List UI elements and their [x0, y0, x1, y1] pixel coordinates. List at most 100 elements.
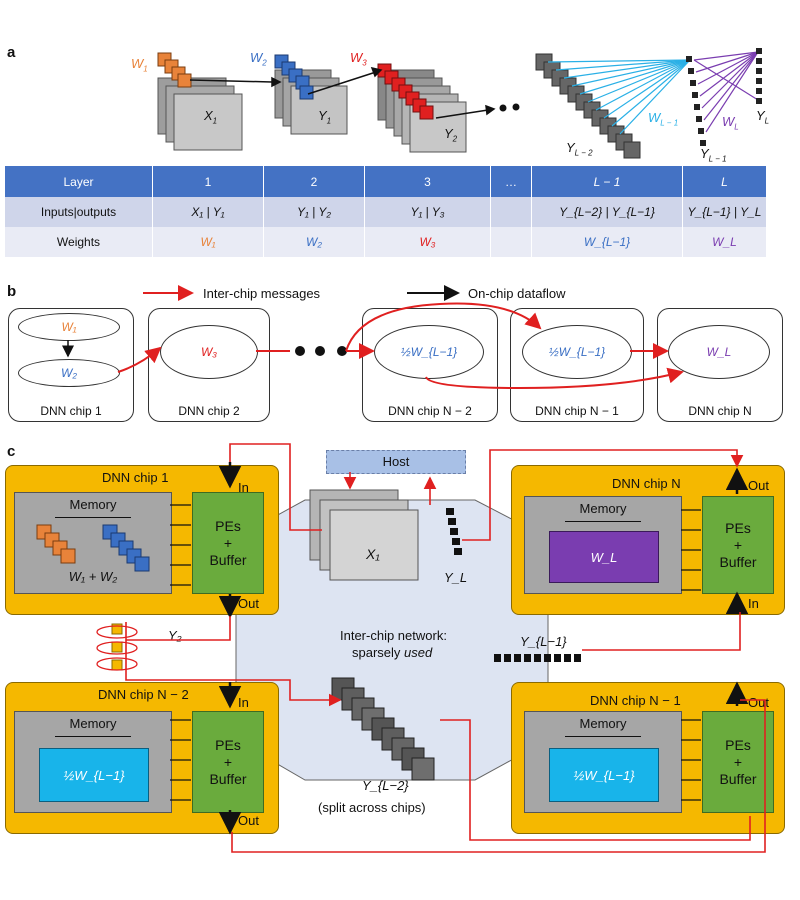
chipN1-pe-line1: PEs — [725, 736, 751, 753]
chip1-memory-label: Memory — [69, 497, 117, 512]
network-yl1-label: Y_{L−1} — [520, 634, 567, 649]
ellipsis-dots — [499, 103, 520, 112]
chip-label-n1: DNN chip N − 1 — [535, 404, 619, 418]
half-wl1-node-b: ½W_{L−1} — [522, 325, 632, 379]
network-x1-stack — [309, 489, 419, 581]
wl-connection-lines — [693, 51, 759, 133]
header-cell-1: 1 — [152, 166, 264, 197]
legend-on-chip-label: On-chip dataflow — [468, 286, 566, 301]
network-x1-label: X₁ — [366, 546, 380, 562]
chip1-container: DNN chip 1 Memory W₁ + W₂ PEs + Buffer I… — [5, 465, 279, 615]
chipN-container: DNN chip N Memory W_L PEs + Buffer Out I… — [511, 465, 785, 615]
chipN2-out-label: Out — [238, 813, 259, 828]
wl1-connection-lines — [547, 59, 691, 135]
wl-node: W_L — [668, 325, 770, 379]
chipN1-title: DNN chip N − 1 — [590, 693, 681, 708]
weight-cell-ellipsis — [490, 227, 532, 257]
half-wl1-node-a: ½W_{L−1} — [374, 325, 484, 379]
w3-kernel-icon — [377, 63, 434, 120]
network-caption-line2: sparsely used — [352, 645, 433, 660]
wl-label: WL — [722, 114, 739, 132]
chipN-weights-label: W_L — [590, 549, 618, 565]
chipN1-out-label: Out — [748, 695, 769, 710]
legend-inter-chip-label: Inter-chip messages — [203, 286, 321, 301]
host-label: Host — [382, 454, 410, 469]
y1-label: Y1 — [318, 108, 332, 126]
inputs-outputs-row: Inputs|outputs X₁ | Y₁ Y₁ | Y₂ Y₁ | Y₃ Y… — [5, 197, 767, 227]
layer-table-header-row: Layer 1 2 3 … L − 1 L — [5, 166, 767, 197]
inputs-outputs-label: Inputs|outputs — [5, 197, 153, 227]
red-routing-wires — [125, 443, 766, 853]
w2-label: W2 — [250, 50, 267, 68]
chipN1-memory: Memory ½W_{L−1} — [524, 711, 682, 813]
yl-neuron-column — [756, 48, 762, 104]
weight-cell-1: W₁ — [152, 227, 264, 257]
chipN-pes-buffer: PEs + Buffer — [702, 496, 774, 594]
chip1-memory: Memory W₁ + W₂ — [14, 492, 172, 594]
chip1-pes-buffer: PEs + Buffer — [192, 492, 264, 594]
wl1-label: WL − 1 — [648, 110, 679, 128]
chipN1-weight-block: ½W_{L−1} — [549, 748, 659, 802]
chipN2-pe-line1: PEs — [215, 736, 241, 753]
yl1-neuron-column — [686, 56, 706, 146]
chipN-memory-label: Memory — [579, 501, 627, 516]
panel-b-arrows — [62, 285, 684, 390]
yl2-feature-map-stack — [535, 53, 641, 159]
chipN-in-label: In — [748, 596, 759, 611]
network-yl2-label: Y_{L−2} — [362, 778, 409, 793]
weights-label: Weights — [5, 227, 153, 257]
header-cell-ellipsis: … — [490, 166, 532, 197]
chipN2-title: DNN chip N − 2 — [98, 687, 189, 702]
header-cell-l: L — [682, 166, 767, 197]
panel-b-letter: b — [7, 283, 17, 300]
chipN-pe-line1: PEs — [725, 519, 751, 536]
chipN1-pes-buffer: PEs + Buffer — [702, 711, 774, 813]
chipN-weight-block: W_L — [549, 531, 659, 583]
weights-row: Weights W₁ W₂ W₃ W_{L−1} W_L — [5, 227, 767, 257]
chipN2-memory-label: Memory — [69, 716, 117, 731]
header-cell-3: 3 — [364, 166, 491, 197]
chipN1-weights-label: ½W_{L−1} — [573, 767, 635, 783]
chipN-pe-line2: + — [733, 536, 743, 553]
y2-neuron-column-c — [96, 623, 138, 671]
w1-node: W₁ — [18, 313, 120, 341]
io-cell-3: Y₁ | Y₃ — [364, 197, 491, 227]
header-layer: Layer — [5, 166, 153, 197]
chip1-weights-label: W₁ + W₂ — [68, 569, 118, 584]
panel-a-diagram — [157, 48, 762, 159]
chipN2-weights-label: ½W_{L−1} — [63, 767, 125, 783]
chipN2-memory: Memory ½W_{L−1} — [14, 711, 172, 813]
chipN1-pe-line2: + — [733, 753, 743, 770]
io-cell-1: X₁ | Y₁ — [152, 197, 264, 227]
weight-cell-l: W_L — [682, 227, 767, 257]
yl-neuron-column-c — [446, 508, 462, 555]
w3-label: W3 — [350, 50, 367, 68]
panel-a-letter: a — [7, 44, 16, 61]
panel-a-arrows — [189, 66, 496, 119]
w1-label: W1 — [131, 56, 148, 74]
io-cell-l: Y_{L−1} | Y_L — [682, 197, 767, 227]
chipN2-pe-line2: + — [223, 753, 233, 770]
chip1-out-label: Out — [238, 596, 259, 611]
weight-cell-3: W₃ — [364, 227, 491, 257]
y2-label: Y2 — [444, 126, 458, 144]
chip1-weight-blocks — [36, 524, 150, 572]
chipN1-container: DNN chip N − 1 Memory ½W_{L−1} PEs + Buf… — [511, 682, 785, 834]
chipN2-weight-block: ½W_{L−1} — [39, 748, 149, 802]
weight-cell-2: W₂ — [263, 227, 365, 257]
x1-feature-map-stack — [157, 77, 243, 151]
chipN1-memory-label: Memory — [579, 716, 627, 731]
chip1-title: DNN chip 1 — [102, 470, 169, 485]
chip-label-n: DNN chip N — [688, 404, 752, 418]
chip1-pe-line2: + — [223, 534, 233, 551]
layer-table: Layer 1 2 3 … L − 1 L Inputs|outputs X₁ … — [5, 166, 767, 257]
network-caption-line1: Inter-chip network: — [340, 628, 447, 643]
yl1-neuron-row-c — [494, 654, 581, 662]
chipN-title: DNN chip N — [612, 476, 681, 491]
header-cell-l-1: L − 1 — [531, 166, 683, 197]
network-yl-label: Y_L — [444, 570, 468, 585]
chip-label-n2: DNN chip N − 2 — [388, 404, 472, 418]
io-cell-2: Y₁ | Y₂ — [263, 197, 365, 227]
w2-node: W₂ — [18, 359, 120, 387]
